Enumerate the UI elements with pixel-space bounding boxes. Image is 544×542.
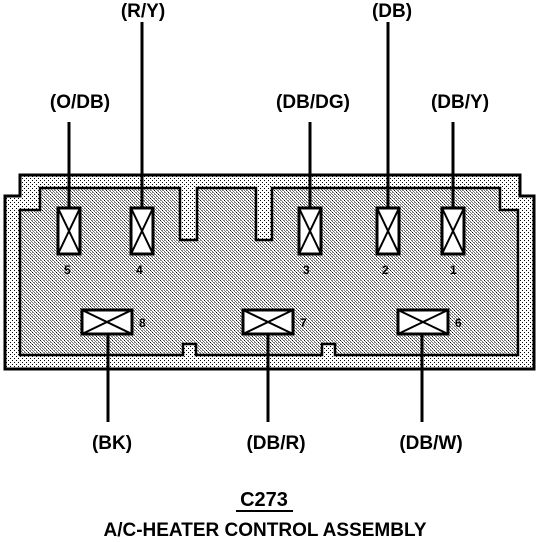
pin-number-7: 7 <box>300 316 307 330</box>
terminal-pin-2 <box>375 206 401 256</box>
pin-number-4: 4 <box>136 263 143 277</box>
wire-label-pin-4: (R/Y) <box>121 1 165 22</box>
terminal-pin-4 <box>129 206 155 256</box>
terminal-pin-7 <box>241 308 295 336</box>
wire-label-pin-3: (DB/DG) <box>276 92 350 113</box>
wire-label-pin-8: (BK) <box>92 433 132 454</box>
wire-label-pin-7: (DB/R) <box>246 433 305 454</box>
component-name: A/C-HEATER CONTROL ASSEMBLY <box>103 520 426 541</box>
pin-number-6: 6 <box>455 316 462 330</box>
wires <box>67 22 455 422</box>
terminal-pin-5 <box>56 206 82 256</box>
pin-number-5: 5 <box>64 263 71 277</box>
pin-number-8: 8 <box>139 316 146 330</box>
wire-label-pin-2: (DB) <box>372 1 412 22</box>
pin-number-3: 3 <box>303 263 310 277</box>
pin-number-1: 1 <box>450 263 457 277</box>
connector-id: C273 <box>240 489 288 511</box>
wire-label-pin-6: (DB/W) <box>399 433 462 454</box>
terminal-pin-1 <box>440 206 466 256</box>
wire-label-pin-5: (O/DB) <box>50 92 110 113</box>
wire-label-pin-1: (DB/Y) <box>431 92 489 113</box>
terminal-pin-6 <box>396 308 450 336</box>
terminal-pin-8 <box>80 308 134 336</box>
terminal-pin-3 <box>297 206 323 256</box>
pin-number-2: 2 <box>382 263 389 277</box>
